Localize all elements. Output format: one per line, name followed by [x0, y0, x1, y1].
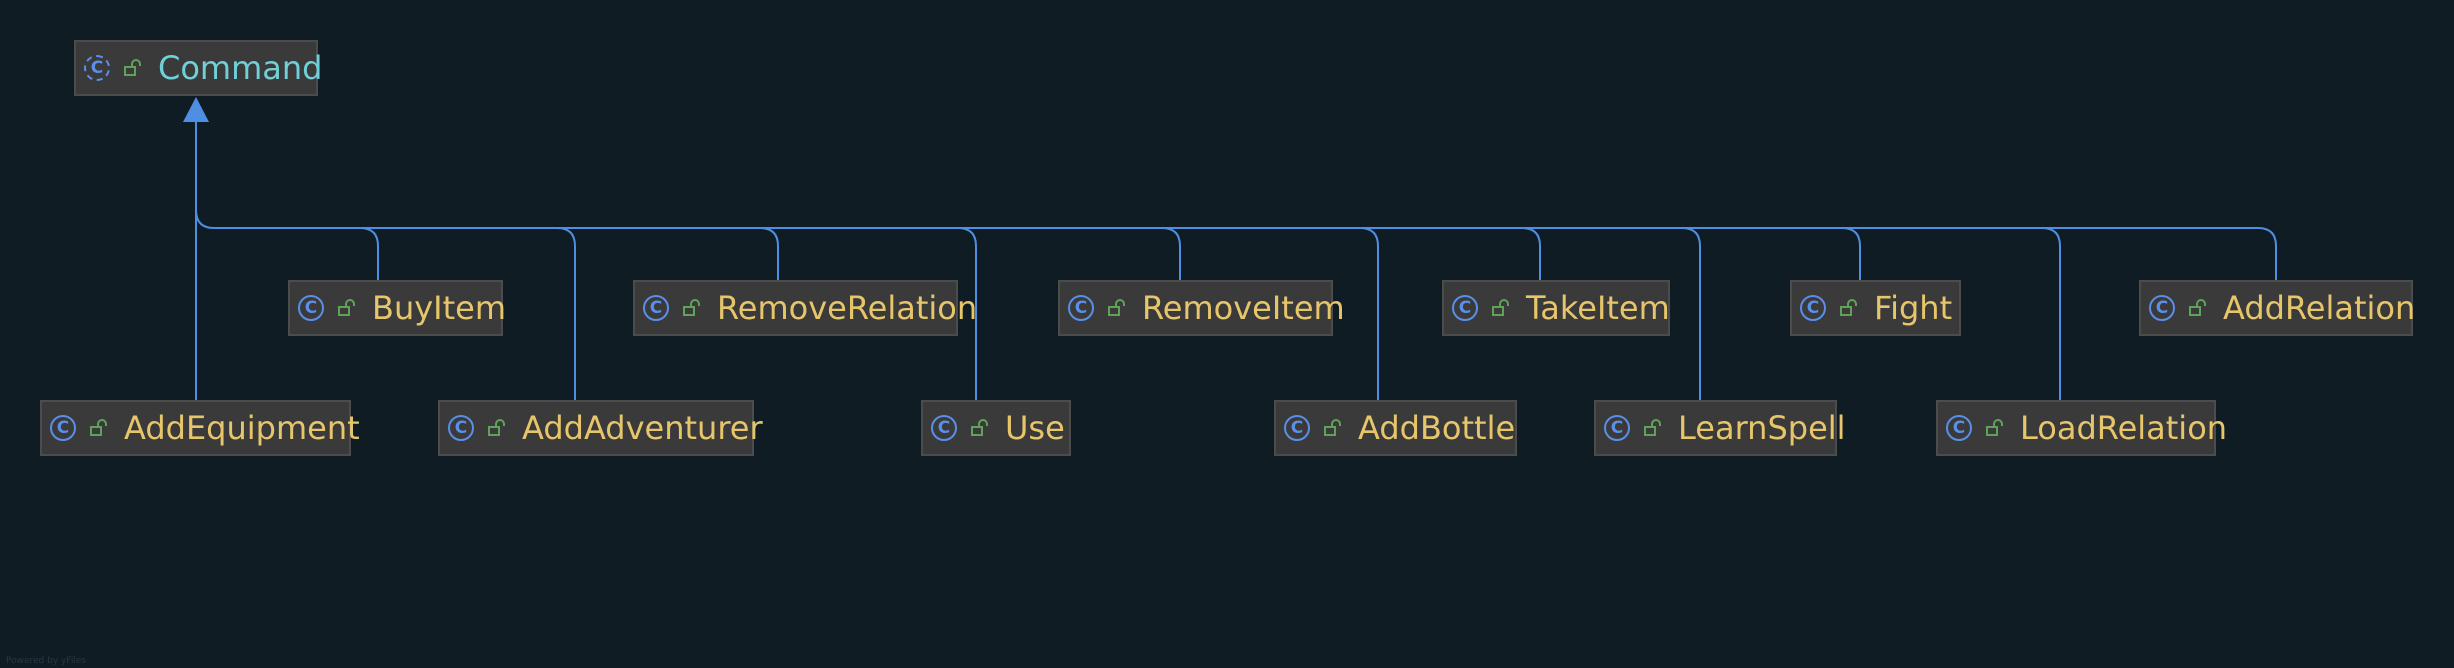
class-icon: C — [1284, 415, 1310, 441]
edge-drop-1 — [556, 227, 576, 400]
class-icon: C — [1800, 295, 1826, 321]
class-node-remove-relation[interactable]: C RemoveRelation — [633, 280, 977, 336]
edge-drop-8 — [1841, 227, 1861, 280]
class-name: AddEquipment — [124, 409, 360, 447]
class-icon: C — [1946, 415, 1972, 441]
public-icon — [1492, 299, 1509, 316]
public-icon — [2189, 299, 2206, 316]
class-name: AddRelation — [2223, 289, 2416, 327]
footer-credit: Powered by yFiles — [6, 656, 87, 666]
class-name: LearnSpell — [1678, 409, 1846, 447]
class-node-remove-item[interactable]: C RemoveItem — [1058, 280, 1345, 336]
class-name: TakeItem — [1526, 289, 1670, 327]
edge-drop-10 — [2257, 227, 2277, 280]
class-icon: C — [1452, 295, 1478, 321]
class-icon: C — [2149, 295, 2175, 321]
class-node-add-bottle[interactable]: C AddBottle — [1274, 400, 1517, 456]
public-icon — [971, 419, 988, 436]
edge-drop-9 — [2041, 227, 2061, 400]
edge-drop-4 — [1161, 227, 1181, 280]
class-name: RemoveRelation — [717, 289, 978, 327]
public-icon — [1644, 419, 1661, 436]
class-node-add-equipment[interactable]: C AddEquipment — [40, 400, 360, 456]
class-name: RemoveItem — [1142, 289, 1345, 327]
class-name: Use — [1005, 409, 1065, 447]
class-node-add-adventurer[interactable]: C AddAdventurer — [438, 400, 763, 456]
public-icon — [1840, 299, 1857, 316]
class-icon: C — [1604, 415, 1630, 441]
class-name: AddAdventurer — [522, 409, 763, 447]
class-node-use[interactable]: C Use — [921, 400, 1071, 456]
edge-drop-6 — [1521, 227, 1541, 280]
class-node-buy-item[interactable]: C BuyItem — [288, 280, 507, 336]
class-node-learn-spell[interactable]: C LearnSpell — [1594, 400, 1846, 456]
class-icon: C — [931, 415, 957, 441]
class-icon: C — [1068, 295, 1094, 321]
public-icon — [1324, 419, 1341, 436]
public-icon — [1986, 419, 2003, 436]
class-node-load-relation[interactable]: C LoadRelation — [1936, 400, 2227, 456]
edge-drop-3 — [957, 227, 977, 400]
class-name: AddBottle — [1358, 409, 1516, 447]
public-icon — [488, 419, 505, 436]
edge-drop-0 — [359, 227, 379, 280]
public-icon — [1108, 299, 1125, 316]
class-name: Command — [158, 49, 323, 87]
inheritance-arrowhead — [183, 97, 209, 122]
class-name: Fight — [1874, 289, 1953, 327]
class-icon: C — [448, 415, 474, 441]
public-icon — [124, 59, 141, 76]
class-icon: C — [298, 295, 324, 321]
public-icon — [90, 419, 107, 436]
public-icon — [683, 299, 700, 316]
class-node-take-item[interactable]: C TakeItem — [1442, 280, 1670, 336]
class-node-add-relation[interactable]: C AddRelation — [2139, 280, 2416, 336]
public-icon — [338, 299, 355, 316]
edge-drop-5 — [1359, 227, 1379, 400]
class-node-command[interactable]: C Command — [74, 40, 322, 96]
class-name: LoadRelation — [2020, 409, 2228, 447]
edge-drop-2 — [759, 227, 779, 280]
class-icon: C — [50, 415, 76, 441]
class-icon: C — [643, 295, 669, 321]
class-name: BuyItem — [372, 289, 507, 327]
abstract-class-icon: C — [84, 55, 110, 81]
class-node-fight[interactable]: C Fight — [1790, 280, 1961, 336]
edge-drop-7 — [1681, 227, 1701, 400]
edge-bus — [195, 209, 2258, 229]
